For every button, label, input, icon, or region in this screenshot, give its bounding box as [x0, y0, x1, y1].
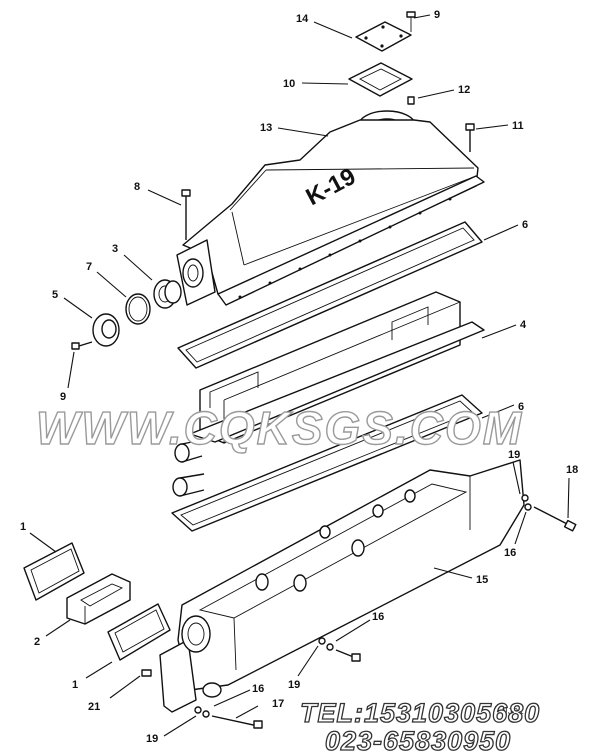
- plug-21-part: [141, 669, 152, 677]
- callout-7: 7: [86, 261, 92, 273]
- contact-tel-text: TEL:15310305680: [300, 698, 540, 728]
- callout-13: 13: [260, 122, 272, 134]
- callout-9-top: 9: [434, 9, 440, 21]
- callout-19-mid: 19: [288, 679, 300, 691]
- callout-19-lower: 19: [146, 733, 158, 745]
- callout-5: 5: [52, 289, 58, 301]
- callout-6-upper: 6: [522, 219, 528, 231]
- seal-5-part: [92, 313, 120, 347]
- lower-gasket-1-part: [23, 542, 85, 601]
- callout-12: 12: [458, 84, 470, 96]
- callout-3: 3: [112, 243, 118, 255]
- bolt-8-part: [181, 189, 191, 240]
- cover-plate-2-part: [66, 573, 131, 625]
- callout-16-lower: 16: [252, 683, 264, 695]
- lower-gasket-part: [171, 394, 483, 532]
- callout-6-lower: 6: [518, 401, 524, 413]
- bolt-9-lower-part: [71, 341, 93, 350]
- callout-15: 15: [476, 574, 488, 586]
- lower-gasket-1b-part: [107, 603, 171, 661]
- callout-1-lower: 1: [72, 679, 78, 691]
- contact-phone-text: 023-65830950: [325, 726, 511, 756]
- bolt-16-mid-part: [318, 637, 361, 662]
- callout-4: 4: [520, 319, 527, 331]
- bolt-17-part: [194, 706, 263, 729]
- cooler-core-part: [172, 291, 485, 497]
- callout-10: 10: [283, 78, 295, 90]
- cover-plate-part: [355, 11, 416, 52]
- lower-housing-part: [159, 459, 525, 713]
- callout-18: 18: [566, 464, 578, 476]
- callout-2: 2: [34, 636, 40, 648]
- callout-19-right: 19: [508, 449, 520, 461]
- callout-16-right: 16: [504, 547, 516, 559]
- small-tag-label: NJ01: [502, 707, 524, 717]
- watermark-text: WWW.CQKSGS.COM: [36, 402, 523, 454]
- upper-gasket-part: [177, 221, 483, 369]
- o-ring-7-part: [125, 293, 151, 325]
- callout-11: 11: [512, 120, 524, 132]
- bolt-11-part: [465, 123, 475, 152]
- callout-16-mid: 16: [372, 611, 384, 623]
- callout-21: 21: [88, 701, 100, 713]
- callout-1-upper: 1: [20, 521, 26, 533]
- callouts: 14 9 10 12 13 11 8 6 3 7 5 9 4 6 19 18 1…: [20, 9, 578, 745]
- callout-17: 17: [272, 698, 284, 710]
- upper-housing-part: K-19: [176, 110, 485, 306]
- callout-9-lower: 9: [60, 391, 66, 403]
- callout-14: 14: [296, 13, 309, 25]
- bolt-18-part: [521, 494, 577, 532]
- callout-8: 8: [134, 181, 140, 193]
- seal-ring-3-part: [153, 279, 182, 309]
- cover-gasket-part: [348, 62, 415, 105]
